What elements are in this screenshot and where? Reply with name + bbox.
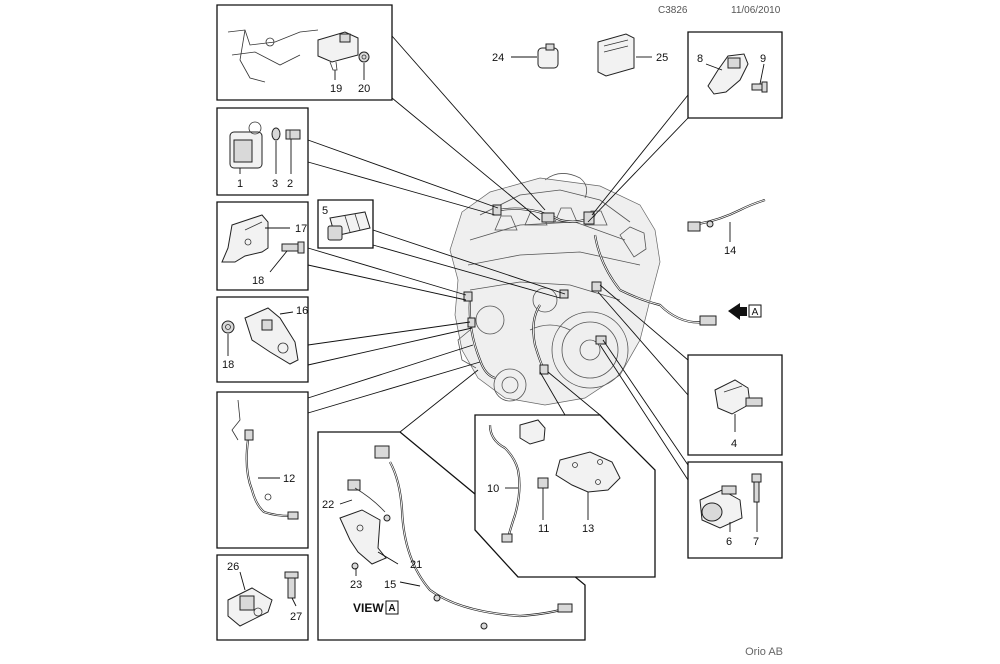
label-21: 21 [410,559,422,571]
callout-box-1-2-3: 1 3 2 [216,107,309,196]
nut-18-bottom [221,320,235,334]
view-direction-arrow: A [728,303,762,320]
sensor-10 [488,419,546,543]
brand-footer: Orio AB [745,646,783,658]
drawing-code: C3826 [658,5,688,16]
callout-box-6-7: 6 7 [687,461,783,559]
callout-box-19-20: 19 20 [216,4,393,101]
nut-11 [537,477,549,489]
label-18-top: 18 [252,275,264,287]
label-3: 3 [272,178,278,190]
label-17: 17 [295,223,307,235]
callout-box-10-11-13: 10 11 13 [474,414,656,578]
bolt-9 [751,81,768,93]
label-7: 7 [753,536,759,548]
bolt-20 [358,51,370,63]
label-5: 5 [322,205,328,217]
label-22: 22 [322,499,334,511]
bracket-13 [555,451,621,493]
label-4: 4 [731,438,737,450]
part-24: 24 [492,43,559,69]
label-23: 23 [350,579,362,591]
label-20: 20 [358,83,370,95]
part-14: 14 [687,198,766,257]
callout-box-16-18: 16 18 [216,296,309,383]
callout-box-8-9: 8 9 [687,31,783,119]
sensor-6 [699,485,743,529]
label-1: 1 [237,178,243,190]
bracket-17 [221,214,269,263]
leader-lines [307,35,689,481]
label-8: 8 [697,53,703,65]
bolt-7 [751,473,762,503]
bolt-27 [284,571,299,599]
callout-box-17-18: 17 18 [216,201,309,291]
label-15: 15 [384,579,396,591]
label-26: 26 [227,561,239,573]
label-27: 27 [290,611,302,623]
view-label: VIEW [353,601,384,615]
label-25: 25 [656,52,668,64]
sensor-16 [244,307,299,365]
callout-box-26-27: 26 27 [216,554,309,641]
part-25: 25 [597,33,668,77]
callout-box-5: 5 [317,199,374,249]
sensor-5 [327,211,371,241]
label-19: 19 [330,83,342,95]
label-9: 9 [760,53,766,65]
label-11: 11 [538,523,549,535]
drawing-date: 11/06/2010 [731,5,781,16]
label-24: 24 [492,52,504,64]
pressure-sensor-19 [317,31,359,71]
callout-box-12: 12 [216,391,309,549]
label-18-bottom: 18 [222,359,234,371]
sensor-8 [707,53,749,95]
sensor-4 [714,379,763,415]
label-12: 12 [283,473,295,485]
label-14: 14 [724,245,736,257]
arrow-marker-label: A [752,307,759,318]
bracket-21 [339,509,387,565]
label-10: 10 [487,483,499,495]
callout-box-view-a: 22 21 23 15 VIEW A [317,431,586,641]
label-13: 13 [582,523,594,535]
sensor-12 [231,399,299,520]
bolt-18-top [281,241,305,254]
engine-illustration [449,173,717,406]
sensor-1 [229,121,263,169]
label-16: 16 [296,305,308,317]
sensor-26 [227,587,273,627]
view-marker: A [388,603,395,614]
callout-box-4: 4 [687,354,783,456]
washer-3 [271,127,281,141]
bolt-2 [285,129,301,140]
label-2: 2 [287,178,293,190]
label-6: 6 [726,536,732,548]
connector-22 [347,445,390,491]
